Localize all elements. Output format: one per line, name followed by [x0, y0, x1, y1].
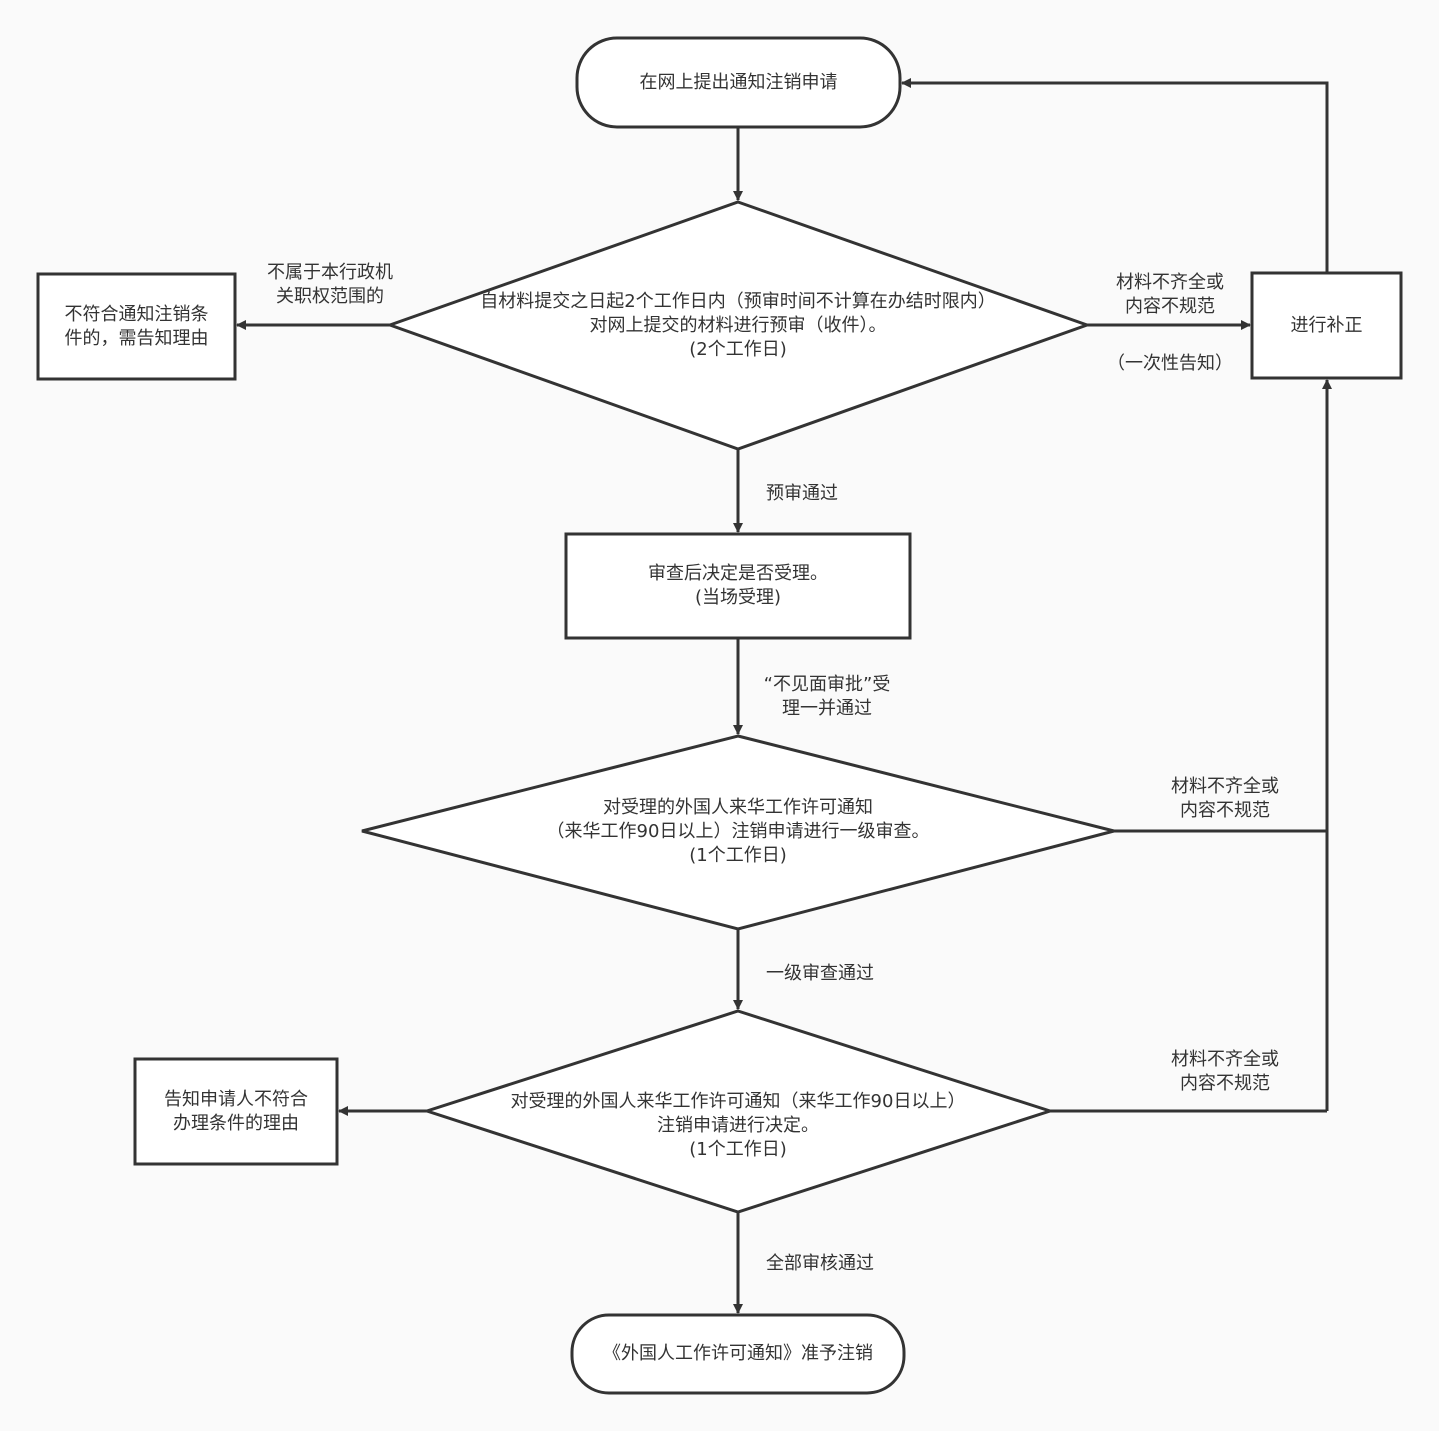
- accept-line-2: (当场受理): [694, 587, 782, 608]
- reject-left-box-shape: [36, 272, 237, 381]
- label-review1-pass: 一级审查通过: [752, 961, 888, 987]
- start-node-text: 在网上提出通知注销申请: [639, 71, 838, 93]
- notify-reject-line-1: 告知申请人不符合: [164, 1088, 308, 1110]
- review1-line-2: （来华工作90日以上）注销申请进行一级审查。: [546, 821, 930, 842]
- notify-reject-node: 告知申请人不符合 办理条件的理由: [135, 1059, 337, 1164]
- end-node: 《外国人工作许可通知》准予注销: [572, 1315, 904, 1393]
- end-terminal-shape: [570, 1313, 906, 1395]
- label-incomplete-2-line-1: 材料不齐全或: [1171, 776, 1279, 797]
- label-incomplete-2-line-2: 内容不规范: [1180, 800, 1270, 821]
- accept-node: 审查后决定是否受理。 (当场受理): [566, 534, 910, 638]
- label-incomplete-1: 材料不齐全或 内容不规范: [1090, 270, 1250, 320]
- end-node-text: 《外国人工作许可通知》准予注销: [603, 1343, 873, 1364]
- label-incomplete-3-line-1: 材料不齐全或: [1171, 1049, 1279, 1070]
- notify-reject-box-shape: [133, 1057, 339, 1166]
- accept-box-shape: [564, 532, 912, 640]
- start-node: 在网上提出通知注销申请: [577, 38, 900, 127]
- label-review1-pass-text: 一级审查通过: [766, 963, 874, 984]
- label-all-pass: 全部审核通过: [752, 1251, 888, 1277]
- label-not-in-scope-line-2: 关职权范围的: [276, 286, 384, 307]
- notify-reject-line-2: 办理条件的理由: [173, 1112, 299, 1134]
- label-one-time-notice-text: （一次性告知）: [1107, 353, 1233, 374]
- label-incomplete-2: 材料不齐全或 内容不规范: [1145, 774, 1305, 824]
- precheck-line-3: (2个工作日): [689, 339, 787, 360]
- reject-left-line-1: 不符合通知注销条: [64, 303, 209, 325]
- review1-node: 对受理的外国人来华工作许可通知 （来华工作90日以上）注销申请进行一级审查。 (…: [440, 796, 1036, 868]
- supplement-node: 进行补正: [1252, 273, 1401, 378]
- label-accept-pass-line-1: “不见面审批”受: [763, 674, 891, 695]
- review1-line-3: (1个工作日): [689, 845, 787, 866]
- label-accept-pass-line-2: 理一并通过: [782, 698, 872, 719]
- label-one-time-notice: （一次性告知）: [1090, 351, 1250, 377]
- label-precheck-pass-text: 预审通过: [766, 483, 838, 504]
- decision-line-1: 对受理的外国人来华工作许可通知（来华工作90日以上）: [510, 1091, 966, 1112]
- supplement-box-shape: [1250, 271, 1403, 380]
- decision-line-3: (1个工作日): [689, 1139, 787, 1160]
- label-incomplete-3-line-2: 内容不规范: [1180, 1073, 1270, 1094]
- label-accept-pass: “不见面审批”受 理一并通过: [742, 672, 912, 722]
- supplement-text: 进行补正: [1290, 314, 1363, 336]
- reject-left-line-2: 件的，需告知理由: [64, 327, 209, 349]
- precheck-line-2: 对网上提交的材料进行预审（收件）。: [589, 315, 887, 336]
- label-not-in-scope: 不属于本行政机 关职权范围的: [240, 260, 420, 310]
- decision-node: 对受理的外国人来华工作许可通知（来华工作90日以上） 注销申请进行决定。 (1个…: [440, 1090, 1036, 1162]
- label-not-in-scope-line-1: 不属于本行政机: [267, 262, 393, 283]
- reject-left-node: 不符合通知注销条 件的，需告知理由: [38, 274, 235, 379]
- decision-line-2: 注销申请进行决定。: [657, 1115, 819, 1136]
- precheck-line-1: 自材料提交之日起2个工作日内（预审时间不计算在办结时限内）: [480, 291, 996, 312]
- label-precheck-pass: 预审通过: [752, 481, 852, 507]
- label-incomplete-1-line-1: 材料不齐全或: [1116, 272, 1224, 293]
- precheck-node: 自材料提交之日起2个工作日内（预审时间不计算在办结时限内） 对网上提交的材料进行…: [400, 290, 1076, 362]
- label-all-pass-text: 全部审核通过: [766, 1253, 874, 1274]
- edge-supplement-to-start: [901, 78, 1329, 273]
- accept-line-1: 审查后决定是否受理。: [648, 563, 828, 584]
- review1-line-1: 对受理的外国人来华工作许可通知: [603, 797, 873, 818]
- label-incomplete-1-line-2: 内容不规范: [1125, 296, 1215, 317]
- label-incomplete-3: 材料不齐全或 内容不规范: [1145, 1047, 1305, 1097]
